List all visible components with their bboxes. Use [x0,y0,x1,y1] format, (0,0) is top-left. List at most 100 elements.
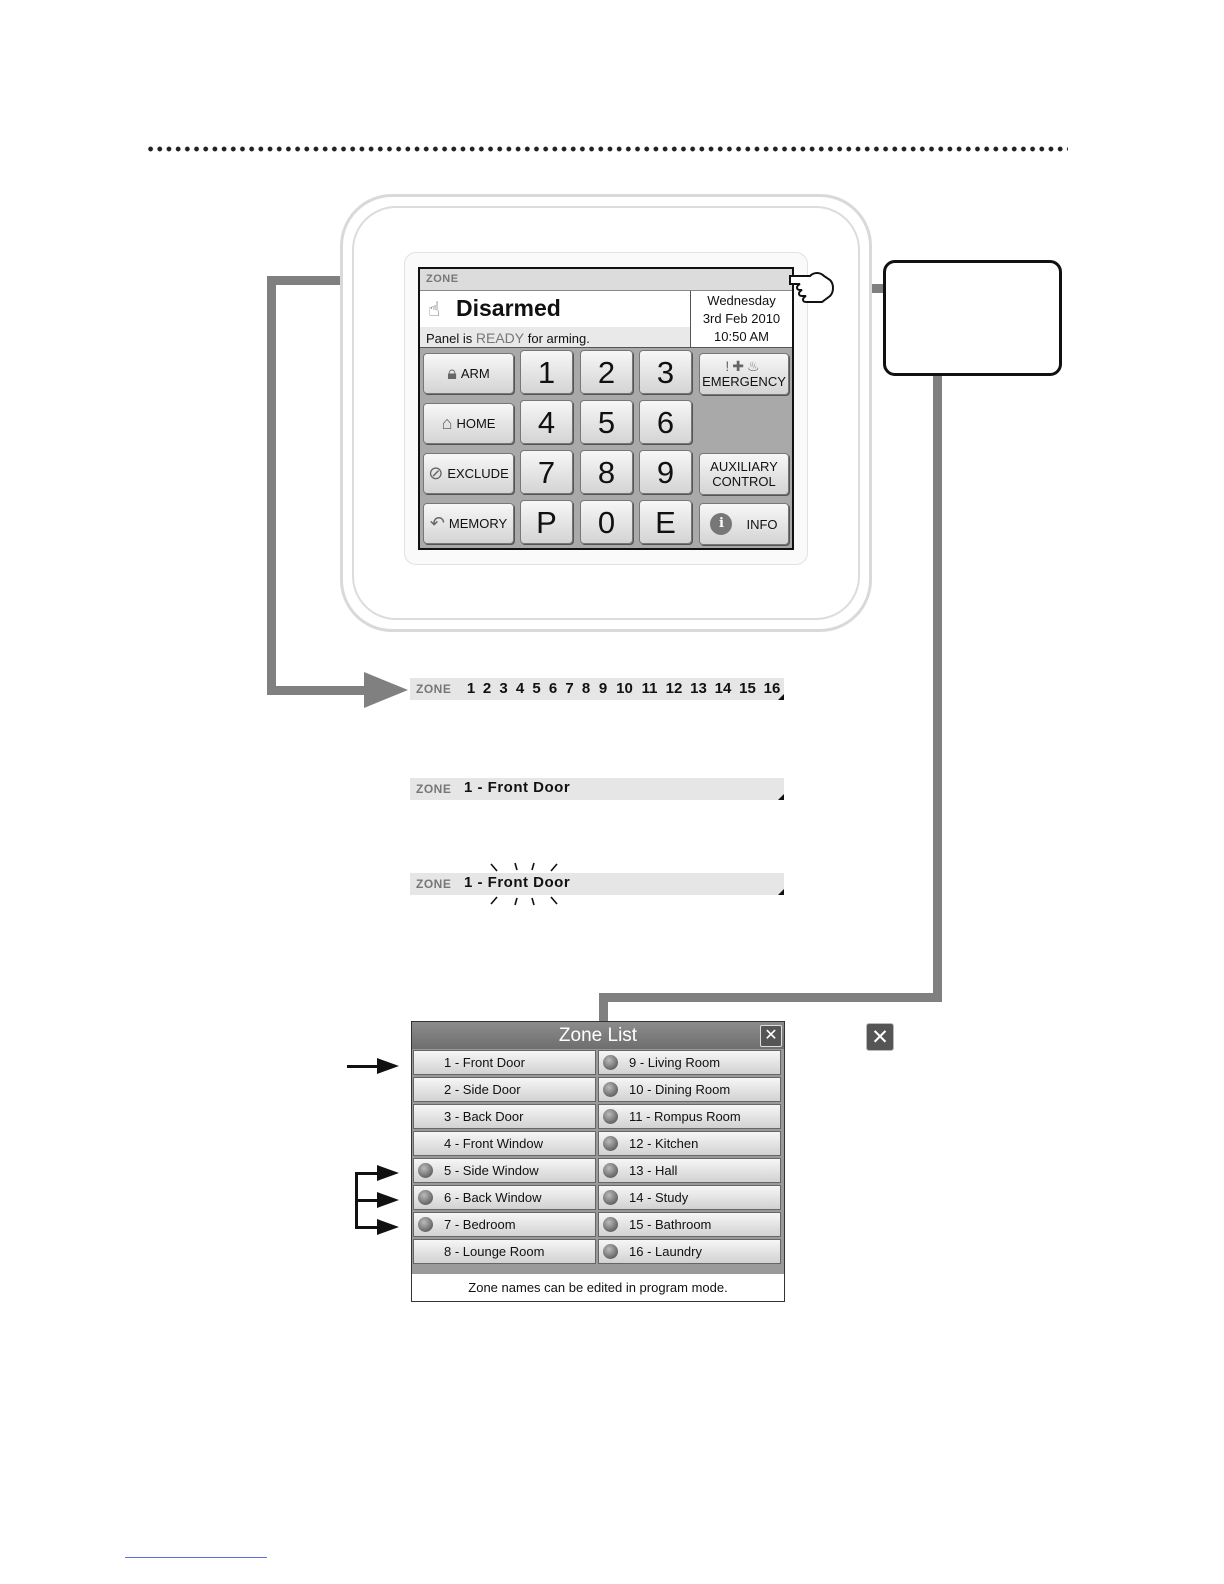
zone-status-led-icon [603,1082,618,1097]
emergency-button[interactable]: !✚♨ EMERGENCY [699,353,789,395]
zone-status-strip[interactable]: ZONE [420,269,792,291]
arm-button[interactable]: 🔒︎ ARM [423,353,514,394]
zone-list-item-label: 3 - Back Door [444,1109,524,1124]
arrow-line-back-window [355,1199,379,1202]
zone-number-10[interactable]: 10 [616,680,633,697]
key-8[interactable]: 8 [580,450,633,494]
zone-status-led-icon [603,1217,618,1232]
zone-list-item[interactable]: 1 - Front Door [413,1050,596,1075]
zone-list-item[interactable]: 14 - Study [598,1185,781,1210]
key-9[interactable]: 9 [639,450,692,494]
arrow-head-back-window [377,1192,399,1208]
zone-list-item[interactable]: 9 - Living Room [598,1050,781,1075]
zone-number-11[interactable]: 11 [641,680,658,697]
zone-number-5[interactable]: 5 [532,680,541,697]
key-4[interactable]: 4 [520,400,573,444]
connector-bottom-vertical [599,993,608,1023]
header-dotted-rule [146,146,1068,152]
zone-list-item-label: 13 - Hall [629,1163,678,1178]
callout-box [883,260,1062,376]
zone-list-item[interactable]: 6 - Back Window [413,1185,596,1210]
zone-number-3[interactable]: 3 [499,680,508,697]
footer-link-underline [125,1557,267,1558]
connector-arrow-head [364,672,408,708]
zone-status-led-icon [603,1190,618,1205]
zone-list-close-button[interactable]: ✕ [760,1025,782,1047]
zone-number-16[interactable]: 16 [763,680,781,697]
zone-list-item[interactable]: 10 - Dining Room [598,1077,781,1102]
zone-number-12[interactable]: 12 [665,680,683,697]
zone-list-item-label: 16 - Laundry [629,1244,702,1259]
zone-number-list: 1 2 3 4 5 6 7 8 9 10 11 12 13 14 15 16 [463,680,784,697]
zone-number-1[interactable]: 1 [466,680,476,697]
key-7[interactable]: 7 [520,450,573,494]
zone-exclude-icon: ⊘ [428,463,444,483]
zone-selected-strip: ZONE 1 - Front Door [410,778,784,800]
zone-number-2[interactable]: 2 [482,680,492,697]
auxiliary-label: AUXILIARY [710,459,778,474]
key-1[interactable]: 1 [520,350,573,394]
pointing-hand-icon [788,268,836,308]
zone-selected-name[interactable]: 1 - Front Door [464,779,571,796]
auxiliary-control-button[interactable]: AUXILIARY CONTROL [699,453,789,495]
zone-list-item-label: 10 - Dining Room [629,1082,731,1097]
zone-number-4[interactable]: 4 [515,680,525,697]
zone-list-item[interactable]: 3 - Back Door [413,1104,596,1129]
exclude-button[interactable]: ⊘ EXCLUDE [423,453,514,494]
zone-strip-label: ZONE [416,877,452,891]
zone-list-item-label: 15 - Bathroom [629,1217,712,1232]
zone-list-footer: Zone names can be edited in program mode… [412,1274,784,1301]
zone-status-led-icon [418,1190,433,1205]
strip-corner-marker [778,889,784,895]
zone-list-item[interactable]: 8 - Lounge Room [413,1239,596,1264]
zone-number-6[interactable]: 6 [548,680,558,697]
zone-number-15[interactable]: 15 [739,680,756,697]
zone-list-item-label: 11 - Rompus Room [629,1109,741,1124]
key-0[interactable]: 0 [580,500,633,544]
info-button[interactable]: i INFO [699,503,789,545]
zone-status-led-icon [603,1244,618,1259]
zone-list-title: Zone List [412,1022,784,1049]
back-arrow-icon: ↶ [429,513,445,533]
date-weekday: Wednesday [707,293,776,308]
home-button[interactable]: ⌂ HOME [423,403,514,444]
zone-number-9[interactable]: 9 [598,680,608,697]
zone-list-item[interactable]: 16 - Laundry [598,1239,781,1264]
strip-corner-marker [778,794,784,800]
zone-status-led-icon [603,1136,618,1151]
zone-status-led-icon [603,1055,618,1070]
zone-list-item[interactable]: 13 - Hall [598,1158,781,1183]
zone-status-led-icon [418,1217,433,1232]
zone-list-item-label: 9 - Living Room [629,1055,721,1070]
zone-number-14[interactable]: 14 [714,680,732,697]
strip-corner-marker [778,694,784,700]
zone-list-item[interactable]: 15 - Bathroom [598,1212,781,1237]
info-label: INFO [746,516,778,532]
zone-list-item[interactable]: 5 - Side Window [413,1158,596,1183]
home-label: HOME [456,416,496,431]
zone-number-13[interactable]: 13 [690,680,707,697]
zone-list-item[interactable]: 7 - Bedroom [413,1212,596,1237]
info-icon: i [710,513,733,535]
zone-flashing-strip: ZONE 1 - Front Door [410,873,784,895]
zone-number-8[interactable]: 8 [581,680,591,697]
key-6[interactable]: 6 [639,400,692,444]
arrow-head-front-door [377,1058,399,1074]
key-3[interactable]: 3 [639,350,692,394]
zone-list-item-label: 6 - Back Window [444,1190,542,1205]
padlock-icon: 🔒︎ [447,363,457,383]
memory-button[interactable]: ↶ MEMORY [423,503,514,544]
key-2[interactable]: 2 [580,350,633,394]
zone-flashing-name[interactable]: 1 - Front Door [464,874,571,891]
zone-list-item[interactable]: 11 - Rompus Room [598,1104,781,1129]
zone-list-item-label: 4 - Front Window [444,1136,543,1151]
key-p[interactable]: P [520,500,573,544]
key-5[interactable]: 5 [580,400,633,444]
zone-list-item[interactable]: 2 - Side Door [413,1077,596,1102]
zone-number-7[interactable]: 7 [565,680,574,697]
key-e[interactable]: E [639,500,692,544]
zone-list-item[interactable]: 12 - Kitchen [598,1131,781,1156]
emergency-icons: !✚♨ [725,358,763,374]
zone-list-item[interactable]: 4 - Front Window [413,1131,596,1156]
